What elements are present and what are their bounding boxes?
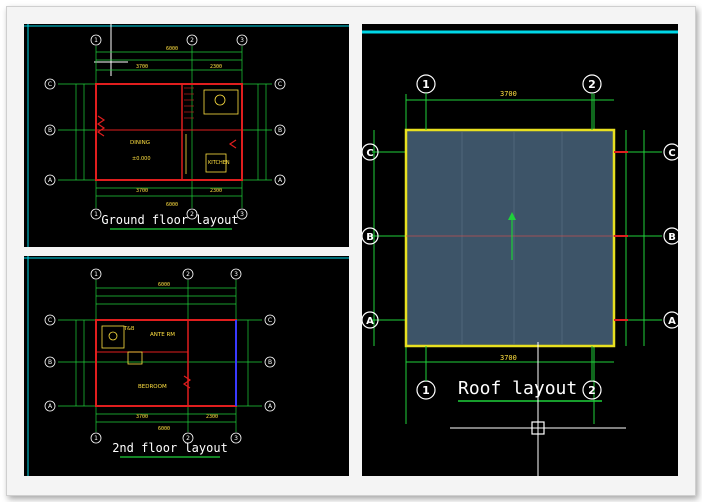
grid-bubble-1-bottom: 1 (94, 435, 98, 442)
grid-bubble-1-top: 1 (422, 78, 430, 91)
grid-bubble-c-right: C (278, 81, 282, 88)
roof-title: Roof layout (458, 378, 577, 399)
grid-bubble-a-left: A (48, 177, 53, 184)
grid-bubble-c-left: C (48, 317, 52, 324)
room-label-dining: DINING (130, 140, 150, 146)
grid-bubble-1-top: 1 (94, 271, 98, 278)
dim-top-span: 3700 (500, 90, 517, 98)
ground-floor-title: Ground floor layout (101, 213, 238, 227)
grid-bubble-3-bottom: 3 (234, 435, 238, 442)
grid-bubble-2-bottom: 2 (190, 211, 194, 218)
dim-overall-top: 6000 (158, 282, 170, 288)
grid-bubble-c-right: C (668, 148, 675, 159)
grid-bubble-2-bottom: 2 (186, 435, 190, 442)
grid-bubble-a-right: A (668, 316, 676, 327)
room-label-kitchen: KITCHEN (208, 160, 230, 166)
room-label-bedroom: BEDROOM (138, 384, 167, 390)
grid-bubble-a-left: A (48, 403, 53, 410)
grid-bubble-a-left: A (366, 316, 374, 327)
grid-bubble-1-top: 1 (94, 37, 98, 44)
dim-bottom-left: 3700 (136, 414, 148, 420)
dim-bottom-overall: 6000 (166, 202, 178, 208)
grid-bubble-b-right: B (278, 127, 282, 134)
grid-bubble-a-right: A (278, 177, 283, 184)
dim-overall-top: 6000 (166, 46, 178, 52)
grid-bubble-b-left: B (48, 127, 52, 134)
dim-bottom-overall: 6000 (158, 426, 170, 432)
grid-bubble-2-top: 2 (588, 78, 596, 91)
grid-bubble-2-top: 2 (186, 271, 190, 278)
room-label-t-and-b: T&B (123, 326, 135, 332)
dim-bottom-span: 3700 (500, 354, 517, 362)
cad-cursor-pickbox (531, 421, 545, 435)
roof-panel: 3700 3700 1 2 1 2 C B A C B A Roof layou… (362, 24, 678, 476)
ground-floor-drawing: 6000 3700 2300 3700 2300 6000 DINING ±0.… (24, 24, 349, 247)
grid-bubble-2-top: 2 (190, 37, 194, 44)
grid-bubble-b-right: B (668, 232, 676, 243)
dim-bottom-left: 3700 (136, 188, 148, 194)
grid-bubble-b-left: B (48, 359, 52, 366)
grid-bubble-b-left: B (366, 232, 374, 243)
grid-bubble-c-left: C (48, 81, 52, 88)
grid-bubble-1-bottom: 1 (422, 384, 430, 397)
dim-right-bay-top: 2300 (210, 64, 222, 70)
level-mark: ±0.000 (132, 156, 151, 162)
grid-bubble-1-bottom: 1 (94, 211, 98, 218)
grid-bubble-a-right: A (268, 403, 273, 410)
second-floor-drawing: 6000 3700 2300 6000 ANTE RM T&B BEDROOM … (24, 256, 349, 476)
grid-bubble-c-right: C (268, 317, 272, 324)
second-floor-panel: 6000 3700 2300 6000 ANTE RM T&B BEDROOM … (24, 256, 349, 476)
ground-floor-panel: 6000 3700 2300 3700 2300 6000 DINING ±0.… (24, 24, 349, 247)
dim-bottom-right: 2300 (210, 188, 222, 194)
grid-bubble-3-top: 3 (234, 271, 238, 278)
dim-bottom-right: 2300 (206, 414, 218, 420)
second-floor-title: 2nd floor layout (112, 441, 228, 455)
grid-bubble-b-right: B (268, 359, 272, 366)
roof-outline (404, 128, 616, 348)
room-label-ante-rm: ANTE RM (150, 332, 175, 338)
grid-bubble-3-bottom: 3 (240, 211, 244, 218)
dim-left-bay-top: 3700 (136, 64, 148, 70)
grid-bubble-2-bottom: 2 (588, 384, 596, 397)
roof-drawing: 3700 3700 1 2 1 2 C B A C B A Roof layou… (362, 30, 678, 476)
grid-bubble-c-left: C (366, 148, 373, 159)
grid-bubble-3-top: 3 (240, 37, 244, 44)
